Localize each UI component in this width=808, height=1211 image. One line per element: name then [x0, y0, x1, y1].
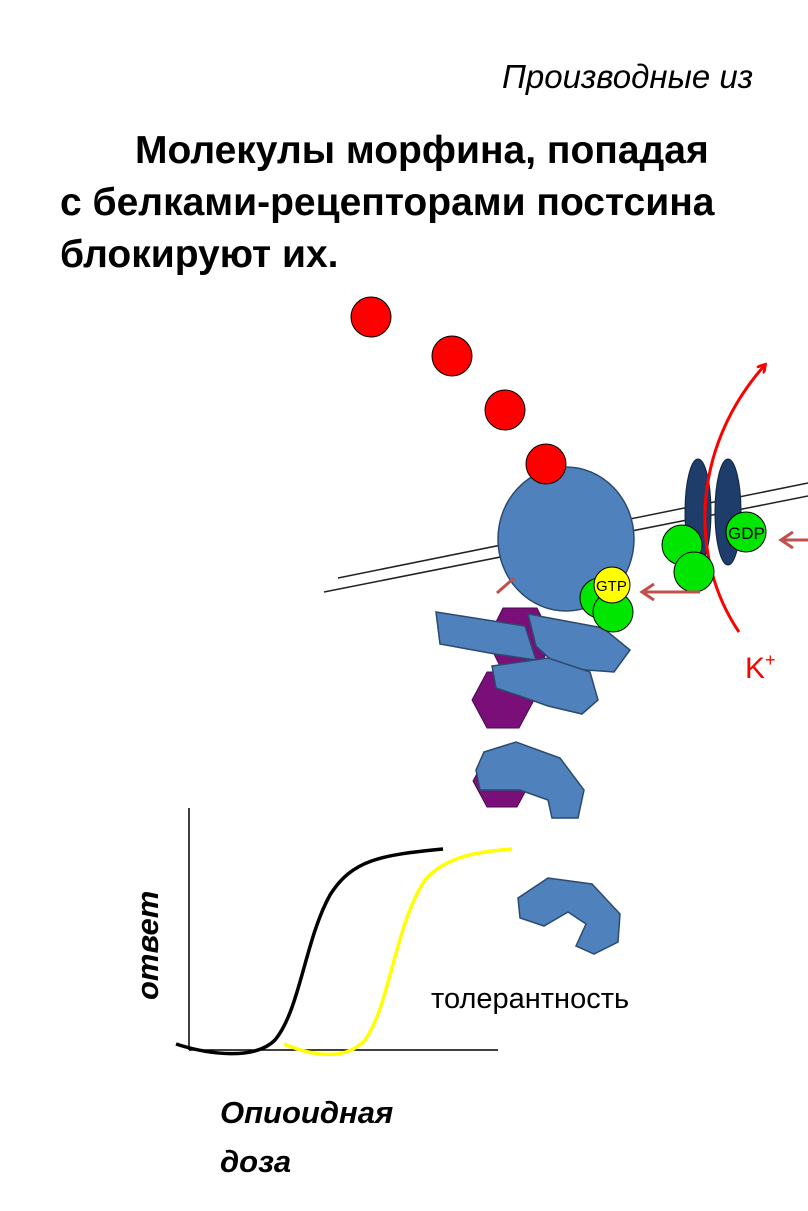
graph-x-label-line2: доза: [220, 1144, 291, 1179]
receptor-fragment: [435, 611, 538, 661]
dose-response-curve-tolerance: [283, 847, 513, 1057]
slide-header: Производные из: [502, 58, 754, 95]
title-line-3: блокируют их.: [60, 233, 339, 276]
receptor-fragment: [517, 877, 621, 955]
dose-response-curve-normal: [175, 847, 444, 1056]
signal-arrow-gtp-head: [639, 582, 655, 602]
g-protein-subunit: [673, 551, 715, 593]
signal-arrow-gdp-head: [778, 530, 794, 550]
graph-y-label: ответ: [130, 891, 165, 1000]
small-arrow-stub: [496, 576, 515, 595]
receptor-fragment: [475, 741, 585, 819]
gtp-label: GTP: [596, 578, 627, 595]
g-protein-subunit: [725, 511, 767, 553]
potassium-label: K+: [745, 650, 776, 685]
morphine-molecule: [484, 389, 526, 431]
morphine-molecule-bound: [525, 443, 567, 485]
potassium-flow-arrow: [703, 366, 764, 633]
graph-x-label-line1: Опиоидная: [220, 1095, 393, 1130]
receptor-fragment: [491, 657, 599, 715]
title-line-1: Молекулы морфина, попадая: [135, 129, 709, 172]
tolerance-label: толерантность: [431, 983, 629, 1015]
gdp-label: GDP: [728, 524, 765, 543]
morphine-molecule: [350, 296, 392, 338]
morphine-molecule: [431, 335, 473, 377]
title-line-2: с белками-рецепторами постсина: [60, 181, 715, 224]
slide-title: Молекулы морфина, попадая с белками-реце…: [60, 125, 714, 281]
gtp-molecule: [593, 566, 631, 604]
